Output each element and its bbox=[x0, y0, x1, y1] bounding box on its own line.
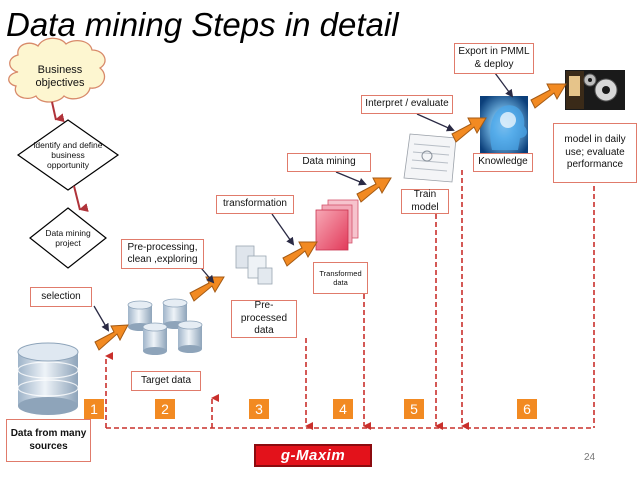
business-objectives-cloud bbox=[8, 37, 106, 103]
knowledge-label: Knowledge bbox=[473, 153, 533, 172]
target-data-label: Target data bbox=[131, 371, 201, 391]
identify-opportunity-diamond bbox=[16, 119, 120, 191]
page-number: 24 bbox=[584, 452, 596, 463]
step-number-4: 4 bbox=[333, 399, 353, 419]
preprocessed-data-label: Pre-processed data bbox=[231, 300, 297, 338]
g-maxim-logo: g-Maxim bbox=[254, 444, 372, 467]
step-arrow-6 bbox=[530, 83, 567, 109]
step-number-2: 2 bbox=[155, 399, 175, 419]
step-arrow-1 bbox=[94, 324, 129, 351]
database-icon bbox=[17, 342, 79, 415]
step-number-6: 6 bbox=[517, 399, 537, 419]
step-arrow-3 bbox=[282, 241, 318, 267]
data-mining-project-label: Data mining project bbox=[45, 227, 91, 248]
red-documents-icon bbox=[315, 199, 359, 251]
train-model-label: Train model bbox=[401, 189, 449, 214]
page-title: Data mining Steps in detail bbox=[6, 6, 399, 43]
preprocessing-label: Pre-processing, clean ,exploring bbox=[121, 239, 204, 269]
step-number-3: 3 bbox=[249, 399, 269, 419]
step-number-1: 1 bbox=[84, 399, 104, 419]
printout-icon bbox=[403, 133, 457, 183]
step-number-5: 5 bbox=[404, 399, 424, 419]
step-arrow-2 bbox=[189, 276, 225, 302]
data-mining-project-diamond bbox=[29, 207, 107, 269]
selection-label: selection bbox=[30, 287, 92, 307]
identify-opportunity-label: identify and define business opportunity bbox=[33, 139, 103, 171]
transformation-label: transformation bbox=[216, 195, 294, 214]
model-daily-use-label: model in daily use; evaluate performance bbox=[553, 123, 637, 183]
step-arrow-5 bbox=[451, 117, 487, 143]
data-sources-label: Data from many sources bbox=[6, 419, 91, 462]
step-arrow-4 bbox=[356, 177, 392, 203]
gears-icon bbox=[565, 70, 625, 110]
interpret-evaluate-label: Interpret / evaluate bbox=[361, 95, 453, 114]
export-deploy-label: Export in PMML & deploy bbox=[454, 43, 534, 74]
business-objectives-label: Business objectives bbox=[35, 63, 85, 89]
documents-icon bbox=[235, 245, 273, 285]
data-mining-label: Data mining bbox=[287, 153, 371, 172]
database-stack-icon bbox=[127, 298, 203, 355]
brain-icon bbox=[480, 96, 528, 156]
transformed-data-label: Transformed data bbox=[313, 262, 368, 294]
